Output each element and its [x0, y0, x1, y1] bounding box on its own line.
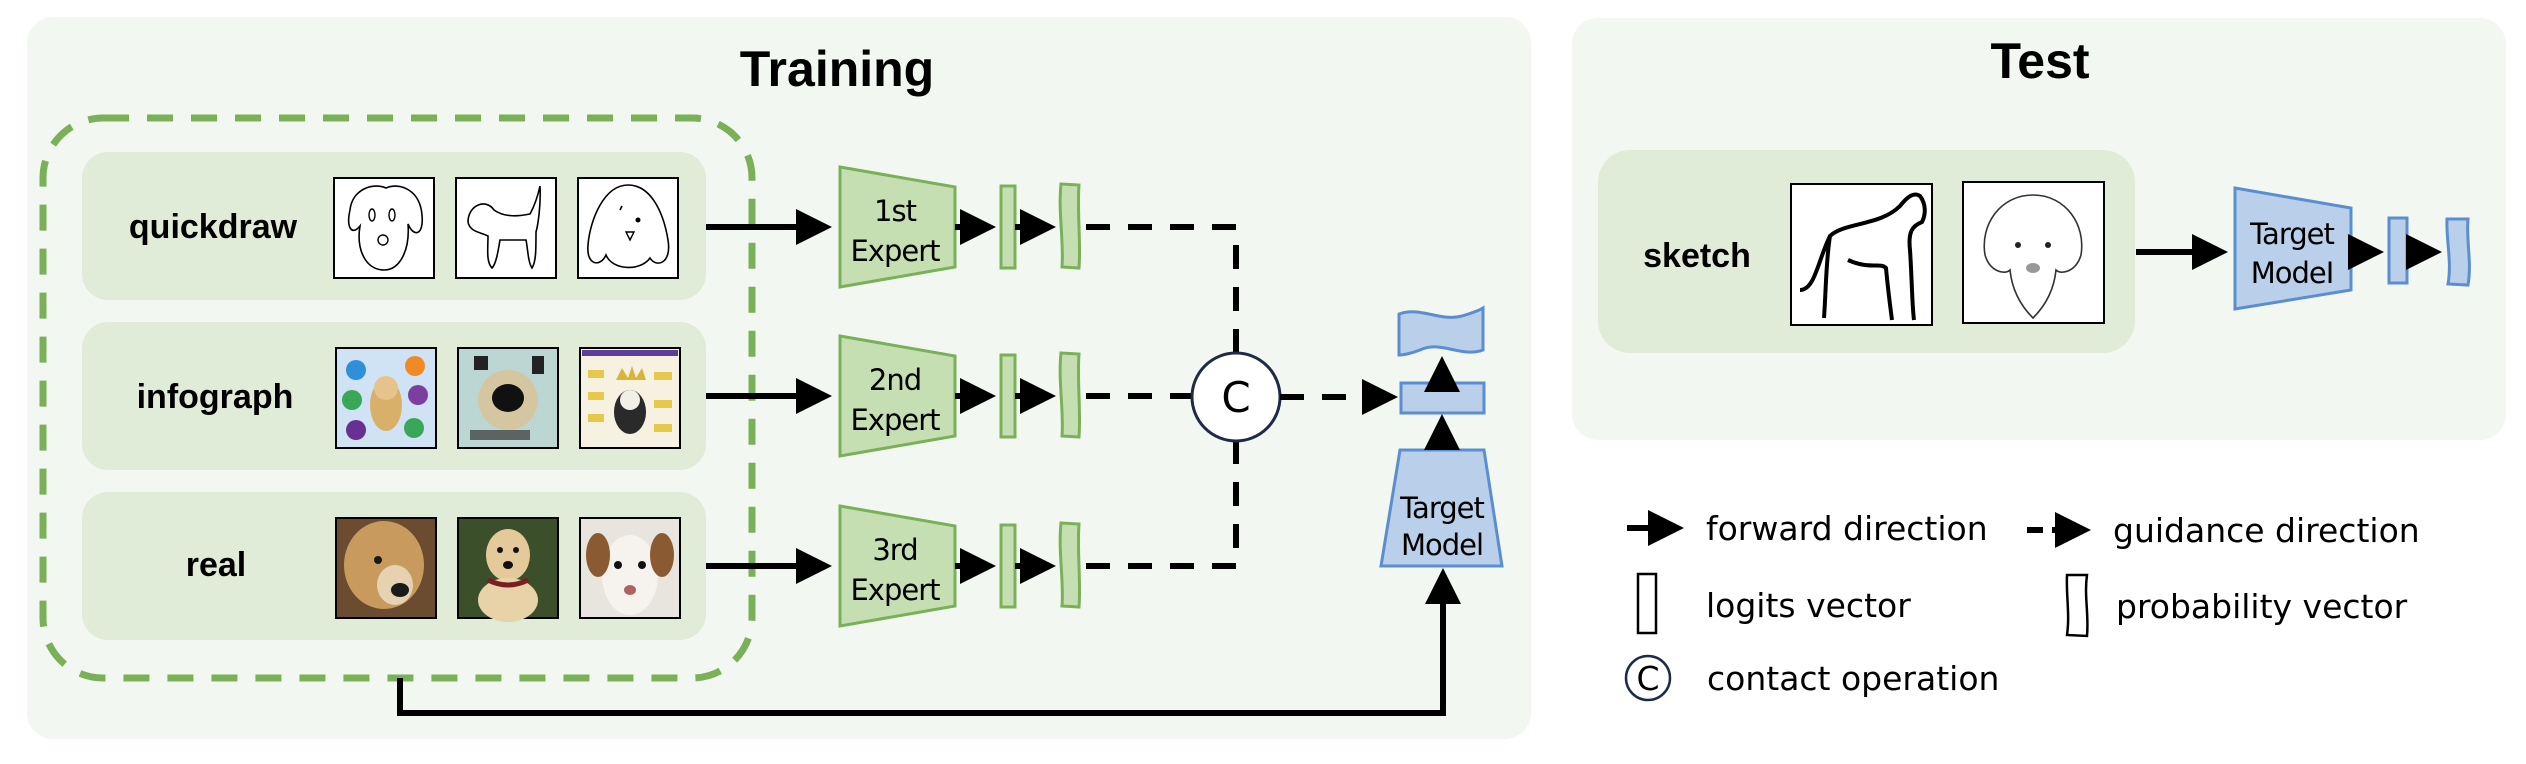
domain-row-quickdraw: quickdraw — [82, 152, 706, 300]
svg-text:logits vector: logits vector — [1706, 586, 1911, 625]
domain-label: quickdraw — [129, 208, 298, 246]
legend-probability: probability vector — [2065, 573, 2408, 638]
training-title: Training — [740, 41, 934, 97]
legend-concat: C contact operation — [1624, 654, 1999, 702]
guidance-line-1 — [1086, 224, 1239, 352]
domain-label: sketch — [1643, 237, 1751, 275]
legend-forward: forward direction — [1627, 509, 1988, 548]
expert-label: Expert — [850, 234, 940, 268]
expert-logits-vector — [999, 523, 1017, 609]
thumb-sketch-2 — [1962, 181, 2105, 324]
thumb-quickdraw-3 — [577, 177, 679, 279]
target-probability-vector — [1397, 305, 1485, 357]
domain-row-infograph: infograph — [82, 322, 706, 470]
expert-probability-vector — [1058, 351, 1082, 439]
svg-text:C: C — [1636, 659, 1659, 698]
expert-logits-vector — [999, 184, 1017, 270]
thumb-quickdraw-1 — [333, 177, 435, 279]
test-logits-vector — [2387, 216, 2409, 285]
expert-label: 2nd — [869, 363, 921, 397]
test-target-model: Target ModeI — [2233, 186, 2353, 311]
svg-text:Target: Target — [2249, 217, 2334, 251]
expert-label: 3rd — [872, 533, 917, 567]
concat-operation: C — [1190, 351, 1282, 443]
training-target-model: Target Model — [1379, 448, 1504, 568]
domain-row-real: real — [82, 492, 706, 640]
expert-logits-vector — [999, 353, 1017, 439]
source-to-target-arrow — [397, 568, 1461, 716]
domain-label: real — [186, 546, 247, 584]
thumb-infograph-3 — [579, 347, 681, 449]
thumb-quickdraw-2 — [455, 177, 557, 279]
legend-logits: logits vector — [1636, 572, 1911, 635]
expert-probability-vector — [1058, 521, 1082, 609]
test-domain-row-sketch: sketch — [1598, 150, 2135, 353]
thumb-sketch-1 — [1790, 183, 1933, 326]
svg-text:C: C — [1221, 373, 1250, 422]
thumb-real-3 — [579, 517, 681, 619]
thumb-real-2 — [457, 517, 559, 622]
expert-label: Expert — [850, 573, 940, 607]
expert-model-shape — [838, 334, 957, 458]
svg-text:Model: Model — [1401, 528, 1483, 562]
svg-text:forward direction: forward direction — [1706, 509, 1988, 548]
svg-text:probability vector: probability vector — [2116, 587, 2408, 626]
expert-model-shape — [838, 165, 957, 289]
legend-guidance: guidance direction — [2027, 511, 2420, 550]
expert-label: Expert — [850, 403, 940, 437]
svg-text:guidance direction: guidance direction — [2113, 511, 2420, 550]
thumb-infograph-2 — [457, 347, 559, 449]
svg-text:ModeI: ModeI — [2251, 256, 2334, 290]
expert-probability-vector — [1058, 182, 1082, 270]
expert-model-shape — [838, 504, 957, 628]
target-logits-vector — [1399, 381, 1486, 415]
test-title: Test — [1990, 33, 2089, 89]
svg-text:Target: Target — [1399, 491, 1484, 525]
thumb-real-1 — [335, 517, 437, 619]
svg-text:contact operation: contact operation — [1707, 659, 1999, 698]
legend: forward direction guidance direction log… — [1624, 509, 2420, 702]
expert-label: 1st — [874, 194, 917, 228]
domain-label: infograph — [137, 378, 294, 416]
test-probability-vector — [2445, 217, 2471, 287]
thumb-infograph-1 — [335, 347, 437, 449]
guidance-line-3 — [1086, 441, 1239, 569]
